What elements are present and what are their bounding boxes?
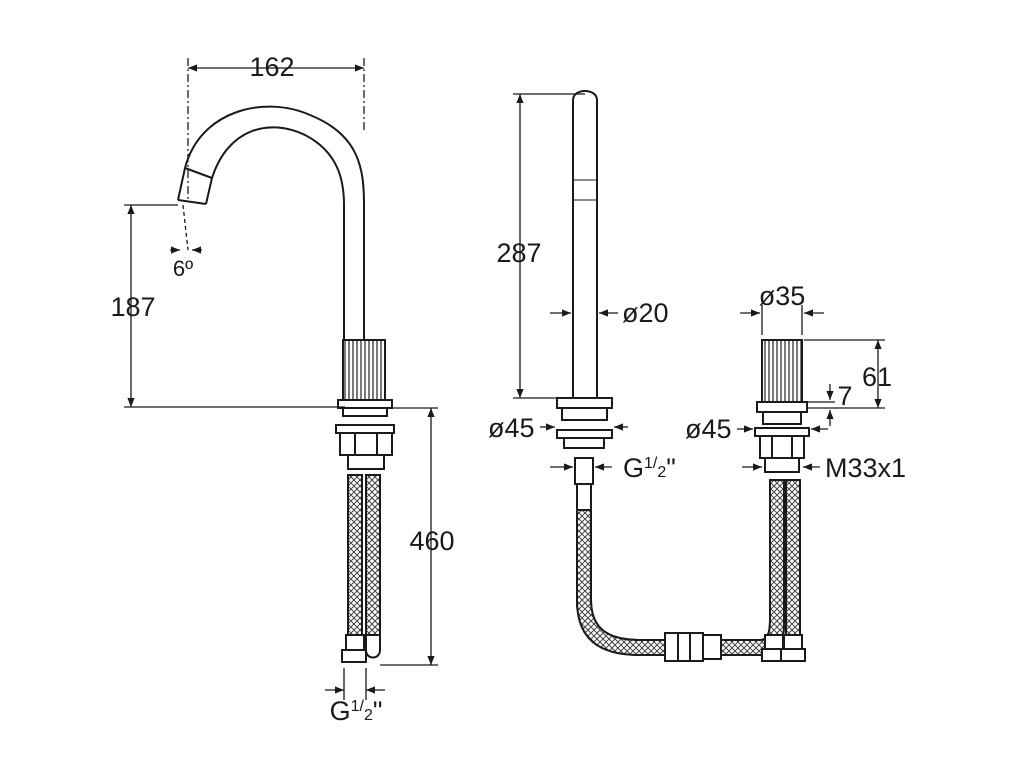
dim-front-base-diameter: ø45 bbox=[488, 413, 535, 443]
front-connector bbox=[664, 632, 704, 662]
dim-spout-height: 187 bbox=[110, 292, 155, 322]
side-hex-nut bbox=[339, 432, 393, 456]
dim-tail-length: 460 bbox=[409, 526, 454, 556]
side-hose-right bbox=[365, 474, 381, 636]
front-thread-num: 1 bbox=[644, 455, 653, 472]
front-dimensions bbox=[513, 93, 628, 471]
side-knurled-body bbox=[342, 339, 386, 401]
front-thread-g: G bbox=[623, 453, 644, 483]
dim-spout-angle: 6º bbox=[173, 256, 193, 281]
dim-handle-height: 61 bbox=[862, 362, 892, 392]
thread-num: 1 bbox=[351, 698, 360, 715]
label-bottom-thread: G1/2" bbox=[330, 696, 383, 726]
thread-quote: " bbox=[373, 696, 383, 726]
handle-hose-right bbox=[785, 479, 801, 636]
dim-spout-width: 162 bbox=[249, 52, 294, 82]
side-view-faucet bbox=[177, 105, 395, 663]
front-thread-quote: " bbox=[666, 453, 676, 483]
dim-handle-diameter: ø35 bbox=[759, 281, 806, 311]
label-front-thread: G1/2" bbox=[623, 453, 676, 483]
front-base-flange bbox=[556, 397, 613, 409]
thread-den: 2 bbox=[364, 707, 373, 724]
handle-knurled-body bbox=[761, 339, 803, 403]
front-thread-den: 2 bbox=[657, 464, 666, 481]
thread-g: G bbox=[330, 696, 351, 726]
front-spout-tube bbox=[572, 90, 598, 398]
dim-front-spout-height: 287 bbox=[496, 238, 541, 268]
dim-handle-base-diameter: ø45 bbox=[685, 414, 732, 444]
front-view-spout bbox=[556, 90, 785, 662]
dim-nut-thread: M33x1 bbox=[825, 453, 906, 483]
handle-view bbox=[754, 339, 810, 662]
spout-outline bbox=[177, 105, 365, 340]
handle-hex-nut bbox=[759, 435, 805, 459]
dim-gap: 7 bbox=[837, 381, 852, 411]
side-dimensions bbox=[124, 58, 438, 700]
dim-spout-diameter: ø20 bbox=[622, 298, 669, 328]
handle-dimensions bbox=[737, 305, 885, 471]
side-hose-left bbox=[347, 474, 363, 636]
